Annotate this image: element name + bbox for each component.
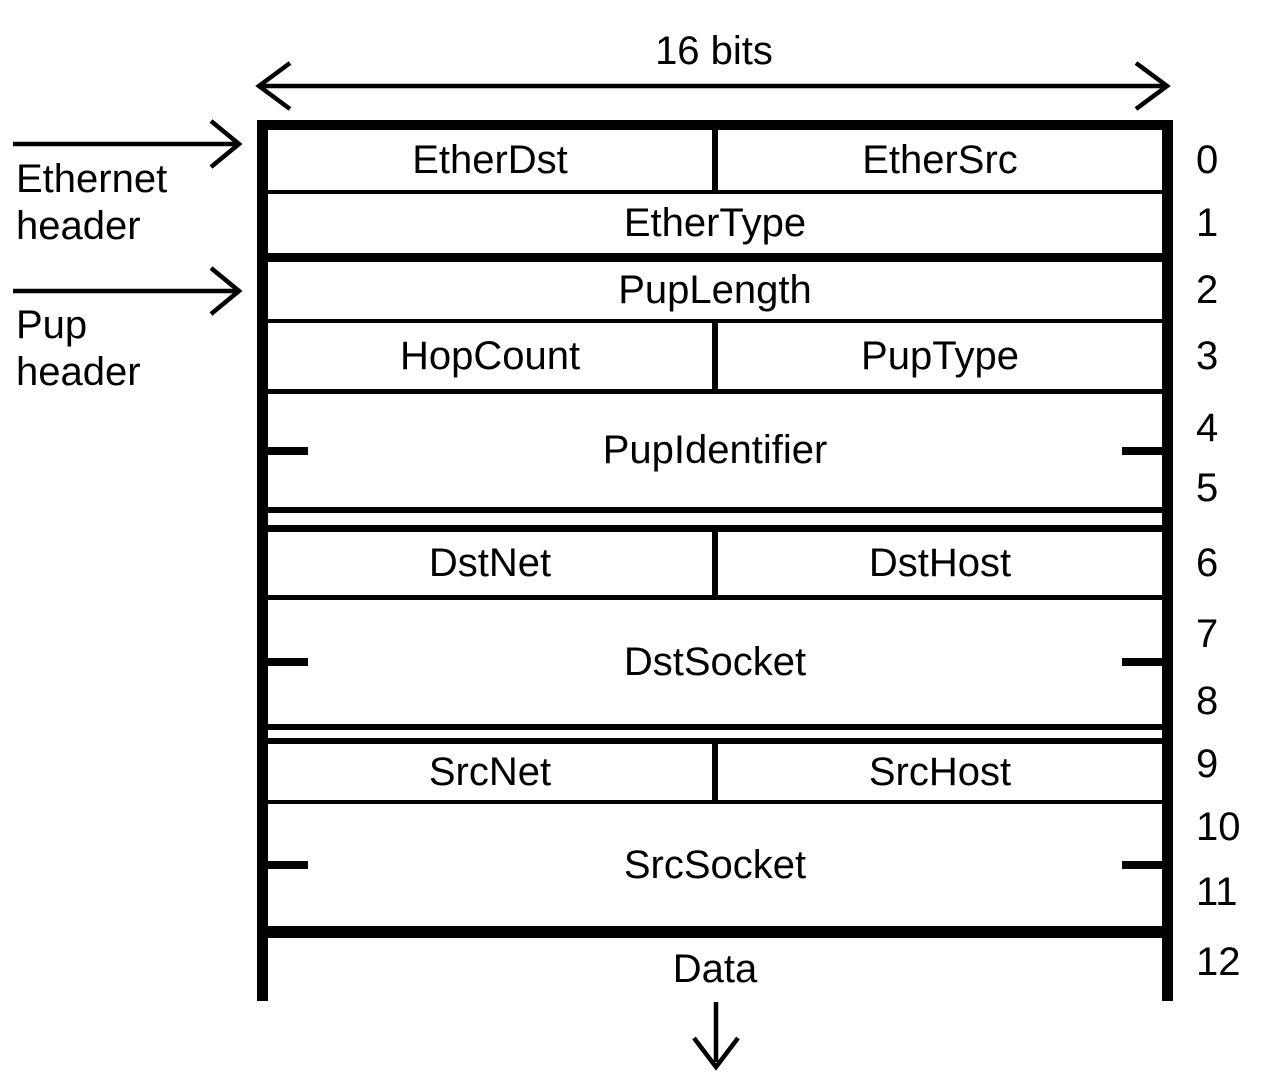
row-word2: PupLength: [268, 262, 1162, 319]
word-number-11: 11: [1196, 870, 1238, 914]
field-data: Data: [672, 947, 758, 991]
bits-scale-label: 16 bits: [655, 29, 773, 73]
field-puptype: PupType: [861, 333, 1019, 378]
row-word3: HopCount PupType: [268, 323, 1162, 389]
field-pupidentifier: PupIdentifier: [602, 428, 828, 472]
data-continuation-arrow-icon: [692, 1002, 740, 1071]
row-divider-line: [268, 190, 1162, 194]
word-boundary-tick: [268, 861, 308, 869]
word-number-2: 2: [1196, 268, 1219, 312]
cell-divider: [712, 744, 718, 800]
section-separator: [268, 507, 1162, 532]
packet-table: EtherDst EtherSrc EtherType PupLength Ho…: [257, 120, 1173, 1001]
word-number-8: 8: [1196, 679, 1219, 723]
ethernet-header-label-line1: Ethernet: [16, 157, 168, 201]
field-dsthost: DstHost: [868, 541, 1012, 585]
word-boundary-tick: [1122, 658, 1162, 666]
ethernet-pup-separator-line: [268, 253, 1162, 262]
ethernet-header-label-line2: header: [16, 204, 141, 248]
word-boundary-tick: [1122, 446, 1162, 455]
pup-header-label-line1: Pup: [16, 303, 88, 347]
word-number-5: 5: [1196, 466, 1219, 510]
row-divider-line: [268, 319, 1162, 323]
section-separator: [268, 724, 1162, 744]
word-number-4: 4: [1196, 406, 1219, 450]
field-ethertype: EtherType: [623, 201, 807, 245]
row-divider-line: [268, 389, 1162, 394]
word-number-0: 0: [1196, 138, 1219, 182]
field-hopcount: HopCount: [399, 333, 581, 378]
ethernet-header-label: Ethernet header: [16, 156, 167, 250]
field-ethersrc: EtherSrc: [862, 137, 1018, 182]
row-word7-8: DstSocket: [268, 600, 1162, 724]
row-word12: Data: [268, 938, 1162, 1001]
field-etherdst: EtherDst: [412, 137, 568, 182]
cell-divider: [712, 532, 718, 595]
row-divider-line: [268, 595, 1162, 600]
cell-divider: [712, 323, 718, 389]
row-word1: EtherType: [268, 194, 1162, 253]
row-word9: SrcNet SrcHost: [268, 744, 1162, 800]
pup-header-label: Pup header: [16, 302, 141, 396]
word-number-10: 10: [1196, 805, 1241, 849]
word-number-12: 12: [1196, 940, 1241, 984]
field-srcnet: SrcNet: [428, 749, 552, 794]
word-number-9: 9: [1196, 742, 1219, 786]
word-boundary-tick: [1122, 861, 1162, 869]
header-data-separator-line: [268, 926, 1162, 938]
field-srcsocket: SrcSocket: [623, 842, 807, 887]
word-number-1: 1: [1196, 201, 1219, 245]
word-number-6: 6: [1196, 541, 1219, 585]
cell-divider: [712, 130, 718, 190]
field-puplength: PupLength: [618, 268, 812, 312]
row-word10-11: SrcSocket: [268, 804, 1162, 926]
field-dstnet: DstNet: [428, 541, 552, 585]
word-boundary-tick: [268, 658, 308, 666]
word-number-7: 7: [1196, 612, 1219, 656]
pup-header-label-line2: header: [16, 350, 141, 394]
row-divider-line: [268, 800, 1162, 804]
row-word4-5: PupIdentifier: [268, 394, 1162, 507]
word-number-3: 3: [1196, 334, 1219, 378]
row-word0: EtherDst EtherSrc: [268, 130, 1162, 190]
row-word6: DstNet DstHost: [268, 532, 1162, 595]
word-boundary-tick: [268, 446, 308, 455]
field-srchost: SrcHost: [868, 749, 1012, 794]
field-dstsocket: DstSocket: [623, 639, 807, 684]
